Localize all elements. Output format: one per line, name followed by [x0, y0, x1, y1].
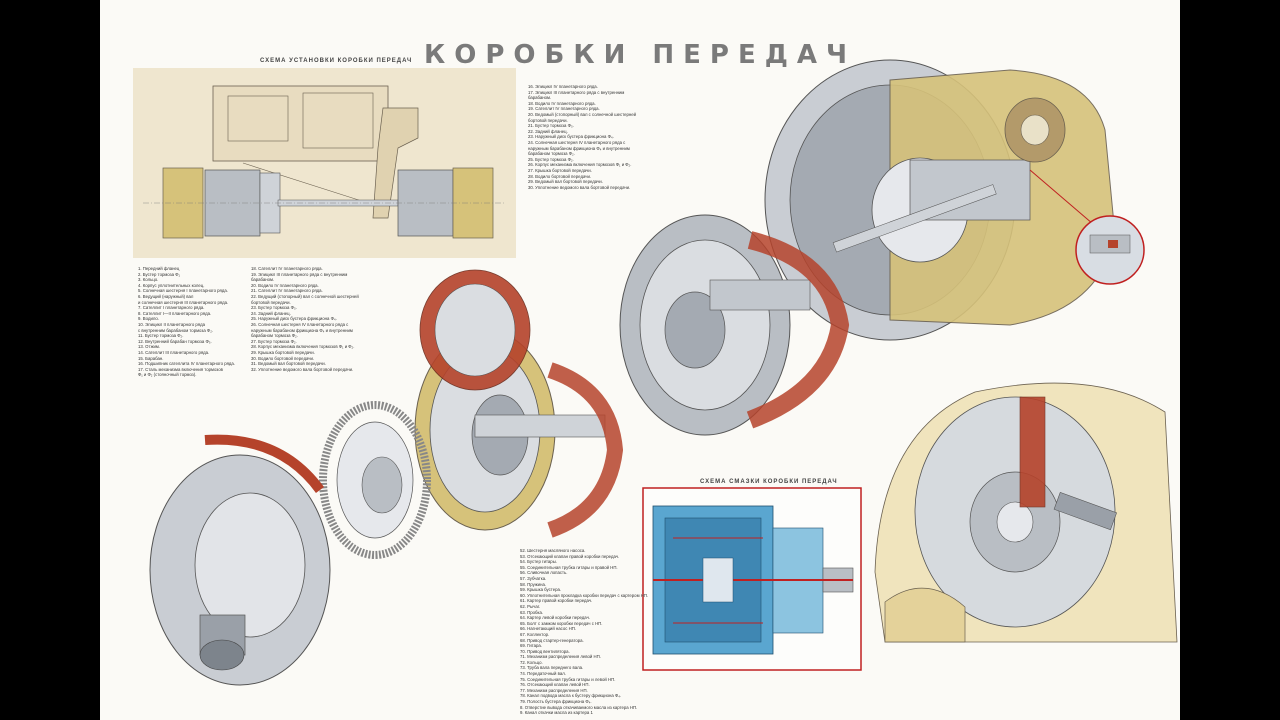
installation-scheme-label: СХЕМА УСТАНОВКИ КОРОБКИ ПЕРЕДАЧ: [260, 58, 413, 64]
lubrication-scheme-label: СХЕМА СМАЗКИ КОРОБКИ ПЕРЕДАЧ: [700, 479, 838, 485]
front-housing: [149, 434, 331, 686]
poster-title: КОРОБКИ ПЕРЕДАЧ: [423, 40, 857, 70]
clutch-pack: [419, 269, 531, 391]
ring-gear: [319, 401, 431, 559]
legend-column-3: 16. Эпицикл IV планетарного ряда.17. Эпи…: [528, 84, 637, 190]
legend-column-4: 52. Шестерня масляного насоса.53. Отсека…: [520, 548, 649, 716]
cutaway-housing-drawing: [874, 382, 1178, 643]
brake-drum-assembly: [619, 214, 850, 436]
final-drive-housing: [764, 59, 1116, 341]
installation-scheme-drawing: [133, 68, 516, 258]
seal-detail-callout: [1029, 169, 1145, 285]
lubrication-scheme-drawing: [642, 487, 862, 671]
legend-column-2: 18. Сателлит IV планетарного ряда.19. Эп…: [251, 266, 359, 372]
poster-sheet: КОРОБКИ ПЕРЕДАЧ СХЕМА УСТАНОВКИ КОРОБКИ …: [100, 0, 1180, 720]
exploded-gearbox-drawing: [149, 59, 1145, 686]
